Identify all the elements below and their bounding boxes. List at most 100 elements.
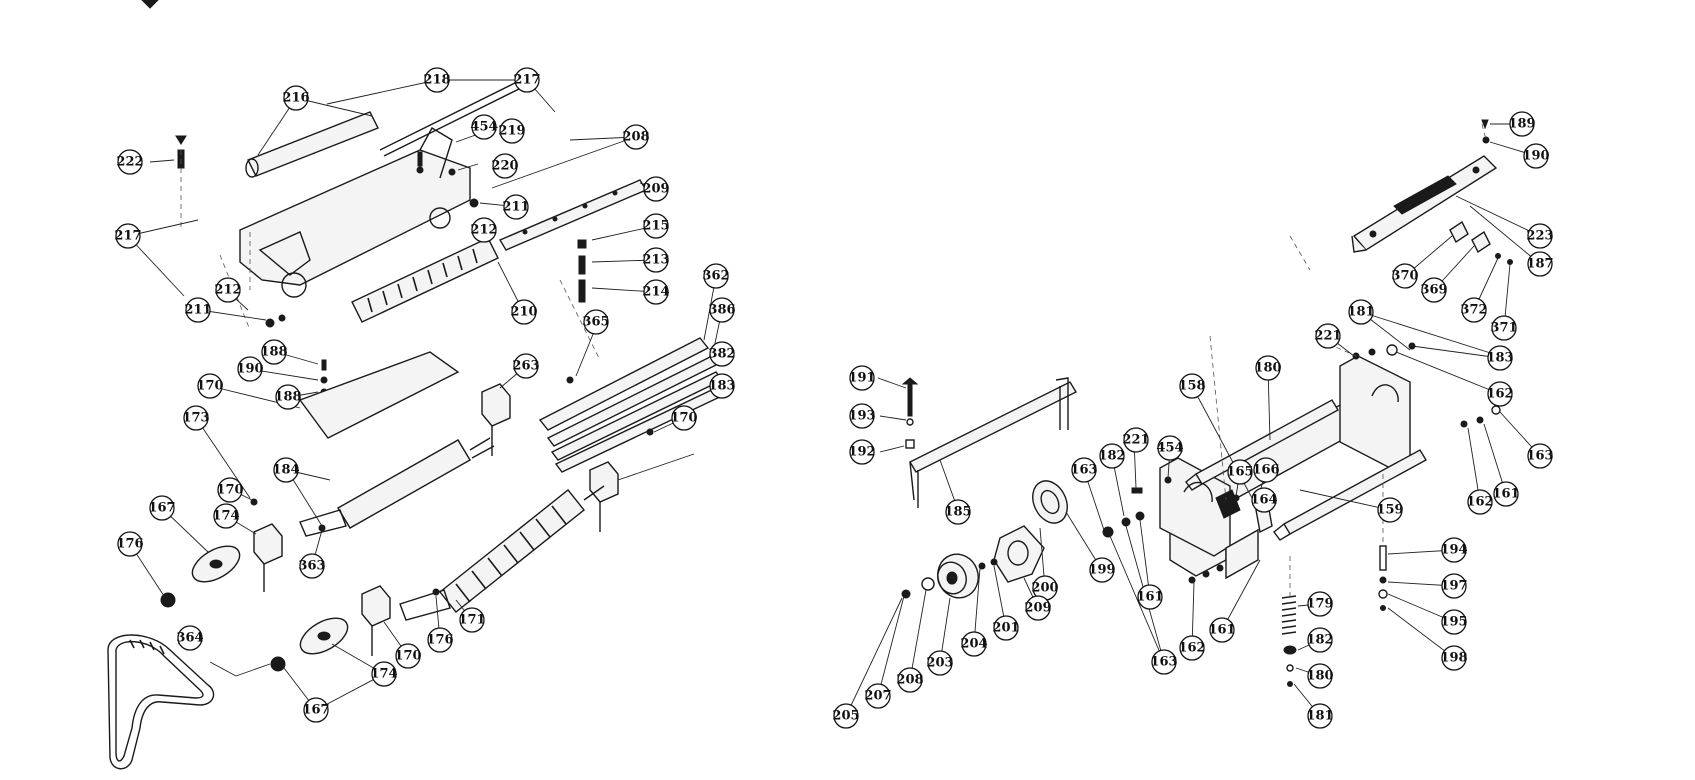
- bearing: [1032, 480, 1068, 524]
- callout-label: 370: [1391, 269, 1418, 284]
- callout-label: 161: [1492, 487, 1519, 502]
- callout-circle: [117, 149, 143, 175]
- callout-circle: [1493, 481, 1519, 507]
- callout-label: 219: [498, 124, 525, 139]
- callout-label: 189: [1508, 117, 1535, 132]
- callout-left-190: 190: [236, 356, 264, 382]
- callout-label: 161: [1136, 590, 1163, 605]
- callout-circle: [1441, 645, 1467, 671]
- callout-right-182: 182: [1098, 443, 1126, 469]
- callout-label: 163: [1150, 655, 1177, 670]
- callout-circle: [1509, 111, 1535, 137]
- lower-shaft: [1273, 449, 1427, 541]
- callout-right-162: 162: [1466, 489, 1494, 515]
- callout-left-382: 382: [708, 341, 736, 367]
- callout-circle: [709, 297, 735, 323]
- callout-right-223: 223: [1526, 223, 1554, 249]
- callout-circle: [1315, 323, 1341, 349]
- callout-circle: [1025, 595, 1051, 621]
- callout-left-184: 184: [272, 457, 300, 483]
- callout-label: 173: [182, 411, 209, 426]
- callout-label: 220: [491, 159, 518, 174]
- callout-label: 198: [1440, 651, 1467, 666]
- callout-label: 176: [116, 537, 143, 552]
- callout-label: 363: [298, 559, 325, 574]
- callout-left-171: 171: [458, 607, 486, 633]
- callout-label: 183: [708, 379, 735, 394]
- callout-circle: [927, 650, 953, 676]
- callout-right-221: 221: [1314, 323, 1342, 349]
- callout-left-188: 188: [260, 339, 288, 365]
- lower-gear: [299, 617, 349, 655]
- callout-label: 221: [1314, 329, 1341, 344]
- callout-label: 199: [1088, 563, 1115, 578]
- callout-circle: [197, 373, 223, 399]
- callout-circle: [185, 297, 211, 323]
- callout-right-183: 183: [1486, 345, 1514, 371]
- callout-left-188: 188: [274, 384, 302, 410]
- callout-right-194: 194: [1440, 537, 1468, 563]
- callout-circle: [273, 457, 299, 483]
- callout-label: 211: [184, 303, 211, 318]
- callout-circle: [1227, 459, 1253, 485]
- callout-left-386: 386: [708, 297, 736, 323]
- callout-label: 371: [1490, 321, 1517, 336]
- callout-label: 193: [848, 409, 875, 424]
- callout-label: 180: [1306, 669, 1333, 684]
- callout-right-163: 163: [1150, 649, 1178, 675]
- callout-circle: [215, 277, 241, 303]
- callout-label: 158: [1178, 379, 1205, 394]
- callout-circle: [1251, 487, 1277, 513]
- left-hardware: [175, 135, 587, 396]
- callout-right-204: 204: [960, 631, 988, 657]
- callout-label: 454: [470, 120, 497, 135]
- flat-plate: [298, 351, 460, 439]
- callout-left-215: 215: [642, 213, 670, 239]
- callout-circle: [1137, 584, 1163, 610]
- callout-label: 190: [236, 362, 263, 377]
- callout-right-163: 163: [1526, 443, 1554, 469]
- callout-circle: [671, 405, 697, 431]
- callout-circle: [1491, 315, 1517, 341]
- callout-label: 184: [272, 463, 299, 478]
- callout-label: 365: [582, 315, 609, 330]
- callout-label: 182: [1098, 449, 1125, 464]
- callout-left-167: 167: [302, 697, 330, 723]
- callout-label: 166: [1252, 463, 1279, 478]
- callout-circle: [299, 553, 325, 579]
- callout-circle: [499, 118, 525, 144]
- callout-label: 207: [864, 689, 891, 704]
- callout-label: 369: [1420, 283, 1447, 298]
- callout-label: 179: [1306, 597, 1333, 612]
- callout-circle: [1527, 443, 1553, 469]
- callout-left-176: 176: [426, 627, 454, 653]
- callout-circle: [849, 403, 875, 429]
- callout-label: 176: [426, 633, 453, 648]
- callout-label: 163: [1526, 449, 1553, 464]
- right-leaders: [845, 123, 1541, 717]
- callout-circle: [395, 643, 421, 669]
- callout-left-363: 363: [298, 553, 326, 579]
- callout-circle: [275, 384, 301, 410]
- callout-label: 203: [926, 656, 953, 671]
- callout-circle: [459, 607, 485, 633]
- callout-circle: [1307, 663, 1333, 689]
- callout-circle: [217, 477, 243, 503]
- callout-label: 183: [1486, 351, 1513, 366]
- callout-circle: [1441, 573, 1467, 599]
- callout-circle: [471, 114, 497, 140]
- callout-circle: [1151, 649, 1177, 675]
- callout-circle: [865, 683, 891, 709]
- callout-circle: [1527, 223, 1553, 249]
- bearing-block-right: [589, 461, 619, 532]
- callout-circle: [513, 353, 539, 379]
- callout-right-182: 182: [1306, 627, 1334, 653]
- callout-left-219: 219: [498, 118, 526, 144]
- bearing-block-left: [250, 498, 326, 592]
- callout-label: 222: [116, 155, 143, 170]
- callout-label: 167: [148, 501, 175, 516]
- callout-right-195: 195: [1440, 609, 1468, 635]
- callout-label: 194: [1440, 543, 1467, 558]
- callout-right-181: 181: [1347, 299, 1375, 325]
- callout-label: 372: [1460, 303, 1487, 318]
